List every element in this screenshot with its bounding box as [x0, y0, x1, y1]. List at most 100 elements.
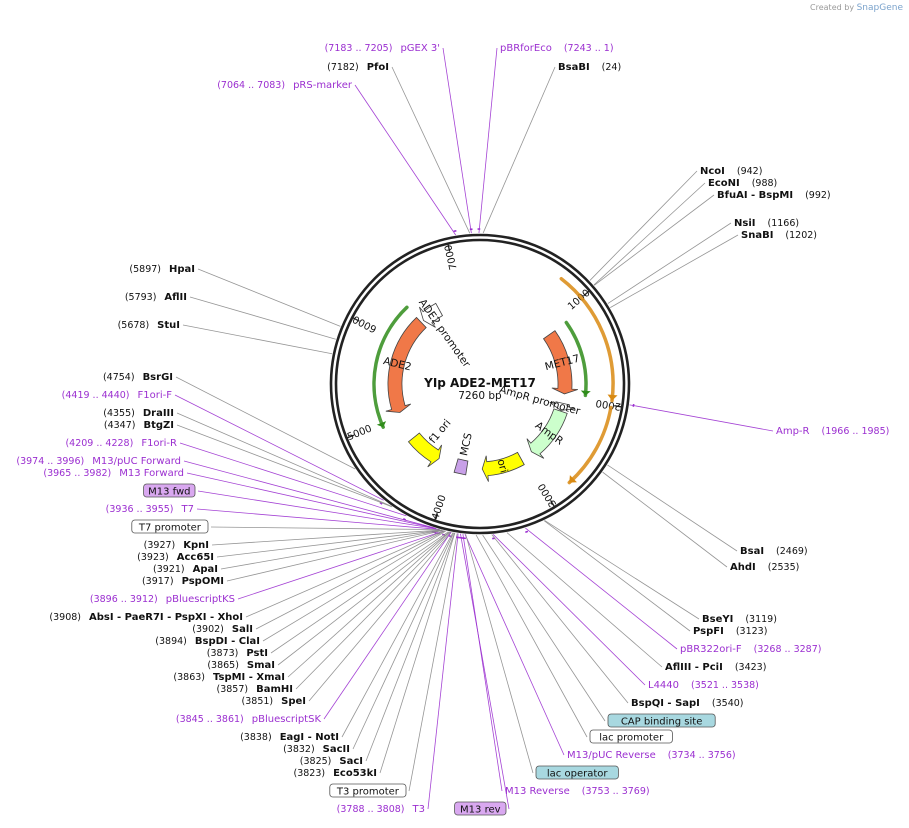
leader-aflii-12	[189, 296, 336, 340]
label-name: L4440	[648, 680, 679, 691]
label-name: pBluescriptSK	[252, 714, 322, 725]
label-name: SacII	[323, 744, 350, 755]
backbone-outer-strand	[329, 233, 631, 535]
label-box-t3-promoter-42	[329, 783, 407, 798]
label-name: EcoNI	[708, 178, 740, 189]
label-pgex-3-1: (7183 .. 7205)pGEX 3'	[325, 43, 440, 54]
label-name: BsrGI	[143, 372, 173, 383]
label-position: (4355)	[103, 408, 135, 419]
label-name: SpeI	[281, 696, 306, 707]
label-position: (3902)	[192, 624, 224, 635]
label-position: (3921)	[153, 564, 185, 575]
label-name: pBRforEco	[500, 43, 552, 54]
tick-mark-6000	[352, 317, 360, 322]
label-name: pBR322ori-F	[680, 644, 742, 655]
label-bsabi-4: BsaBI(24)	[558, 62, 621, 73]
feature-ampr-promoter-arrow	[549, 401, 575, 411]
inner-arc-0	[564, 320, 588, 398]
tick-label-4000: 4000	[430, 494, 448, 522]
plasmid-backbone	[329, 233, 631, 535]
label-l4440-52: L4440(3521 .. 3538)	[648, 680, 759, 691]
label-name: AflII	[164, 292, 187, 303]
label-eco53ki-41: (3823)Eco53kI	[293, 768, 377, 779]
label-name: SmaI	[247, 660, 275, 671]
leader-tspmi-xmai-34	[287, 531, 451, 678]
leader-bsabi-4	[482, 66, 556, 234]
label-position: (3423)	[735, 662, 767, 673]
map-labels: (7183 .. 7205)pGEX 3'pBRforEco(7243 .. 1…	[16, 43, 889, 816]
leader-pbrforeco-2	[478, 47, 498, 234]
label-position: (3936 .. 3955)	[106, 504, 174, 515]
label-absi-paer7i-pspxi-xhoi-29: (3908)AbsI - PaeR7I - PspXI - XhoI	[49, 612, 243, 623]
inner-arc-0-head	[580, 390, 591, 396]
leader-m13-puc-reverse-56	[464, 534, 565, 756]
label-f1ori-f-15: (4419 .. 4440)F1ori-F	[62, 390, 173, 401]
label-econi-7: EcoNI(988)	[708, 178, 777, 189]
label-position: (7064 .. 7083)	[217, 80, 285, 91]
label-name: pBluescriptKS	[166, 594, 235, 605]
label-name: EagI - NotI	[280, 732, 339, 743]
label-draiii-16: (4355) DraIII	[103, 408, 174, 419]
label-m13-puc-forward-19: (3974 .. 3996)M13/pUC Forward	[16, 456, 181, 467]
label-psti-32: (3873)PstI	[207, 648, 268, 659]
annotation-arcs	[372, 276, 618, 485]
label-position: (3894)	[155, 636, 187, 647]
label-position: (3863)	[173, 672, 205, 683]
label-name: AhdI	[730, 562, 756, 573]
label-lac-promoter-55: lac promoter	[599, 733, 664, 744]
leader-bsai-46	[607, 464, 738, 552]
label-position: (3873)	[207, 648, 239, 659]
leader-hpai-11	[197, 268, 341, 327]
label-position: (4419 .. 4440)	[62, 390, 130, 401]
label-acc65i-25: (3923)Acc65I	[137, 552, 214, 563]
label-bseyi-48: BseYI(3119)	[702, 614, 777, 625]
outer-arc-1-head	[569, 475, 577, 483]
label-position: (3825)	[300, 756, 332, 767]
label-name: pGEX 3'	[400, 43, 440, 54]
plasmid-size: 7260 bp	[458, 390, 502, 402]
tick-label-6000: 6000	[351, 313, 379, 335]
leader-lac-operator-57	[465, 534, 534, 774]
label-name: PspOMI	[182, 576, 224, 587]
label-position: (3540)	[712, 698, 744, 709]
leader-acc65i-25	[216, 529, 443, 558]
leader-btgzi-17	[176, 424, 393, 508]
label-position: (3965 .. 3982)	[43, 468, 111, 479]
label-t3-promoter-42: T3 promoter	[336, 787, 400, 798]
label-position: (7182)	[327, 62, 359, 73]
label-position: (1166)	[767, 218, 799, 229]
label-name: pRS-marker	[293, 80, 353, 91]
label-name: Amp-R	[776, 426, 810, 437]
leader-psti-32	[270, 531, 449, 654]
leader-m13-rev-44	[460, 533, 510, 810]
leader-sacii-39	[352, 532, 455, 750]
label-name: M13 Forward	[119, 468, 184, 479]
label-position: (5897)	[129, 264, 161, 275]
leader-absi-paer7i-pspxi-xhoi-29	[245, 530, 445, 618]
label-name: BsaBI	[558, 62, 590, 73]
label-position: (1966 .. 1985)	[822, 426, 890, 437]
tick-mark-5000	[347, 434, 355, 439]
feature-mcs-arrow	[453, 458, 469, 476]
label-name: BspQI - SapI	[631, 698, 700, 709]
label-pspomi-27: (3917)PspOMI	[142, 576, 224, 587]
leader-kpni-24	[211, 529, 442, 546]
label-box-lac-operator-57	[535, 765, 619, 780]
leader-bspdi-clai-31	[262, 530, 447, 642]
label-cap-binding-site-54: CAP binding site	[621, 717, 703, 728]
label-t7-22: (3936 .. 3955) T7	[106, 504, 194, 515]
label-position: (3753 .. 3769)	[582, 786, 650, 797]
label-name: T7	[181, 504, 194, 515]
label-t7-promoter-23: T7 promoter	[138, 523, 202, 534]
leader-afliii-pcii-51	[506, 532, 663, 668]
label-pbluescriptsk-37: (3845 .. 3861)pBluescriptSK	[176, 714, 322, 725]
label-position: (3268 .. 3287)	[754, 644, 822, 655]
label-name: M13 Reverse	[505, 786, 570, 797]
label-aflii-12: (5793)AflII	[125, 292, 187, 303]
label-position: (3974 .. 3996)	[16, 456, 84, 467]
tick-label-3000: 3000	[537, 481, 560, 508]
leader-eco53ki-41	[379, 532, 456, 774]
leader-l4440-52	[492, 534, 646, 686]
label-position: (3734 .. 3756)	[668, 750, 736, 761]
label-name: DraIII	[143, 408, 174, 419]
